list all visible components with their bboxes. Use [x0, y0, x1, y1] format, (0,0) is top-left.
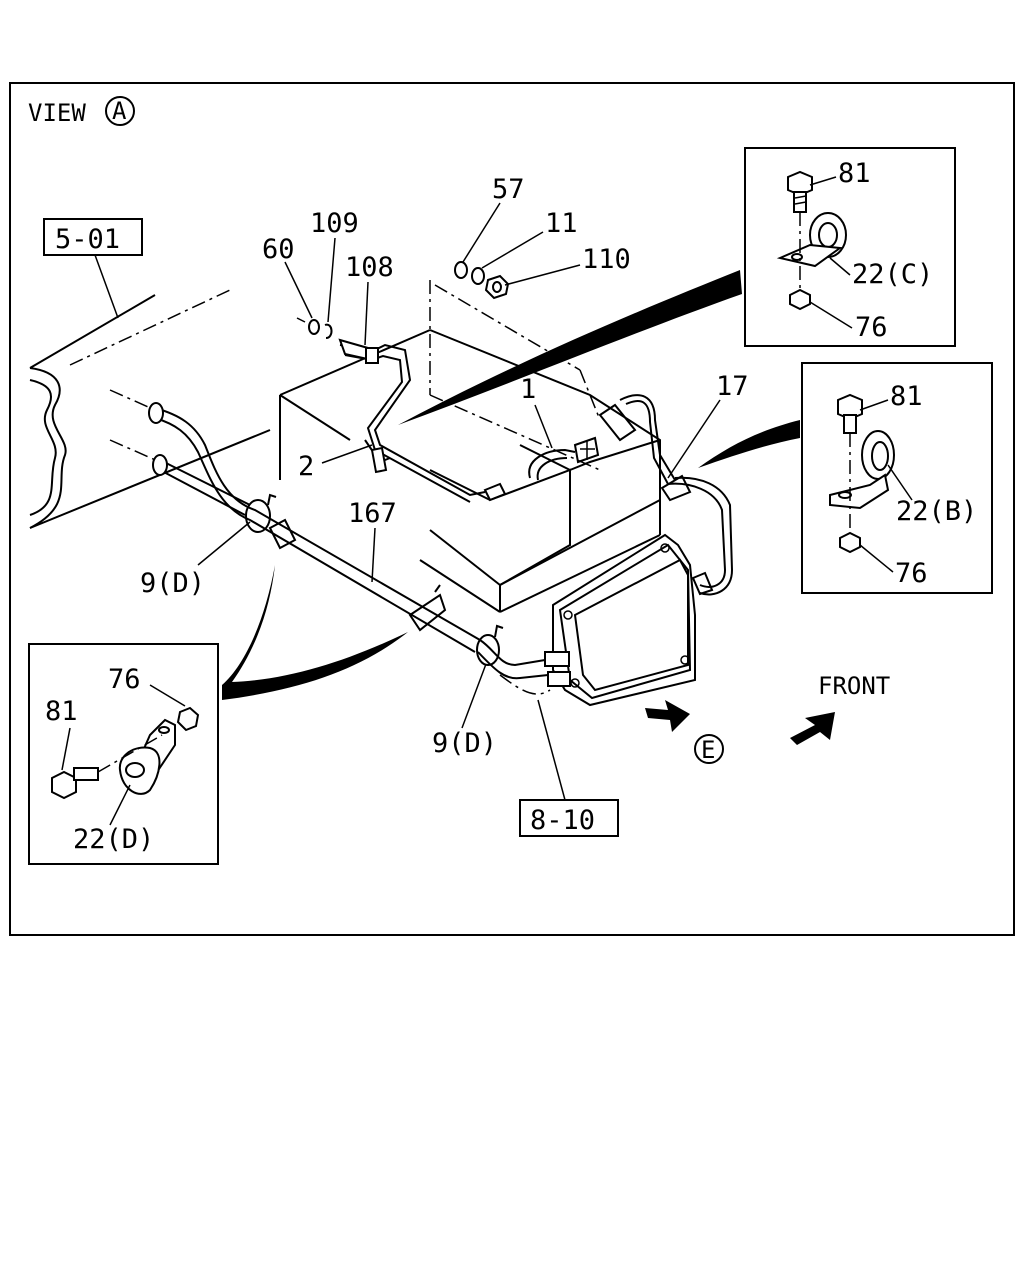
callout-11: 11	[545, 208, 578, 239]
callout-108: 108	[345, 252, 394, 283]
ref-box-8-10[interactable]	[519, 799, 619, 837]
detail-d-clamp: 22(D)	[73, 824, 154, 855]
view-e-arrow	[645, 700, 690, 732]
hardware-60-109-108	[296, 317, 379, 364]
callout-60: 60	[262, 234, 295, 265]
detail-d-parts	[51, 706, 200, 800]
detail-b-clamp: 22(B)	[896, 496, 977, 527]
callout-9d-bottom: 9(D)	[432, 728, 497, 759]
detail-b-bolt: 81	[890, 381, 923, 412]
callout-57: 57	[492, 174, 525, 205]
control-module	[544, 533, 696, 707]
callout-2: 2	[298, 451, 314, 482]
detail-d-nut: 76	[108, 664, 141, 695]
battery-cable-1	[483, 394, 676, 502]
ref-box-8-10-label: 8-10	[530, 805, 595, 836]
hose-17	[660, 474, 734, 596]
ref-box-5-01[interactable]	[43, 218, 143, 256]
ref-box-5-01-label: 5-01	[55, 224, 120, 255]
detail-c-nut: 76	[855, 312, 888, 343]
battery-box	[279, 280, 661, 613]
callout-1: 1	[520, 374, 536, 405]
view-label: VIEW	[28, 99, 86, 127]
view-e-circle	[694, 734, 724, 764]
view-marker: A	[112, 97, 127, 125]
detail-d-pointer	[222, 565, 408, 700]
hardware-57-11-110	[454, 261, 510, 300]
front-label: FRONT	[818, 672, 890, 700]
detail-d-box	[28, 643, 219, 865]
battery-cable-2	[339, 343, 486, 503]
hose-167	[109, 389, 551, 695]
detail-c-box	[744, 147, 956, 347]
detail-c-parts	[776, 170, 847, 311]
detail-b-parts	[829, 393, 895, 554]
diagram-frame	[9, 82, 1015, 936]
detail-d-bolt: 81	[45, 696, 78, 727]
callout-17: 17	[716, 371, 749, 402]
callout-9d-left: 9(D)	[140, 568, 205, 599]
detail-c-pointer	[398, 270, 742, 425]
ref-8-10-leader	[537, 699, 566, 801]
callout-167: 167	[348, 498, 397, 529]
callout-109: 109	[310, 208, 359, 239]
detail-b-pointer	[698, 420, 800, 468]
view-marker-circle	[105, 96, 135, 126]
callout-110: 110	[582, 244, 631, 275]
front-arrow	[790, 712, 835, 745]
detail-c-bolt: 81	[838, 158, 871, 189]
detail-c-clamp: 22(C)	[852, 259, 933, 290]
frame-rail	[29, 289, 271, 529]
detail-b-nut: 76	[895, 558, 928, 589]
view-e-marker: E	[701, 736, 715, 764]
ref-5-01-leader	[94, 254, 119, 319]
